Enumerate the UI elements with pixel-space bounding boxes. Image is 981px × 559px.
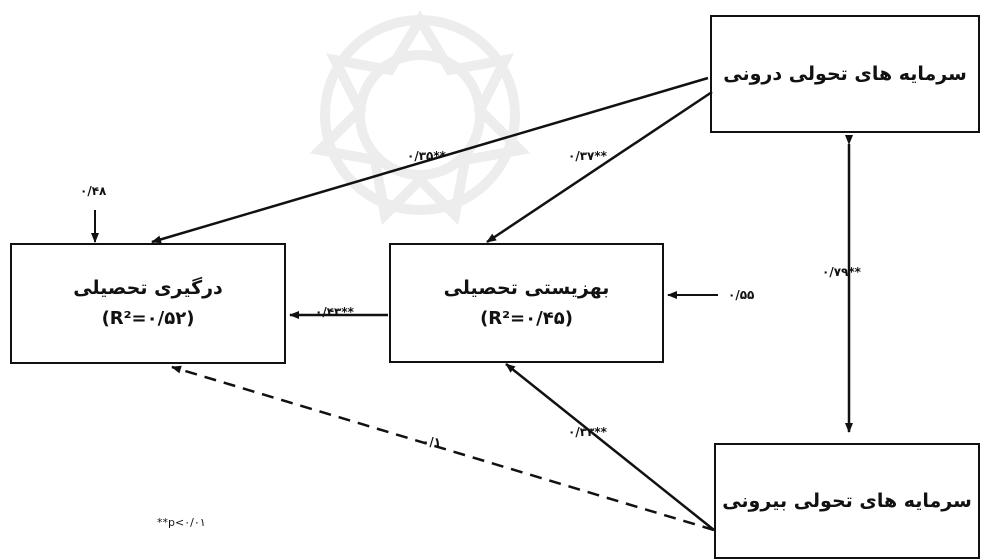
arrow-internal-to-wellbeing: [486, 90, 713, 244]
coef-internal-to-engagement: ٠/۳۵**: [407, 149, 446, 163]
significance-footnote: **p<٠/٠١: [157, 516, 206, 529]
coef-internal-external-covariance: ٠/۷۹**: [822, 265, 861, 279]
external-capital-title: سرمایه های تحولی بیرونی: [722, 489, 972, 512]
wellbeing-box: بهزیستی تحصیلی (R²=٠/۴۵): [389, 243, 664, 363]
engagement-box: درگیری تحصیلی (R²=٠/۵۲): [10, 243, 286, 364]
wellbeing-r-squared: (R²=٠/۴۵): [480, 307, 573, 329]
coef-wellbeing-to-engagement: ٠/۴۳**: [315, 305, 354, 319]
engagement-title: درگیری تحصیلی: [73, 277, 223, 300]
coef-external-to-wellbeing: ٠/۳۳**: [568, 425, 607, 439]
wellbeing-title: بهزیستی تحصیلی: [443, 276, 610, 299]
error-engagement: ٠/۴۸: [80, 184, 107, 198]
internal-capital-title: سرمایه های تحولی درونی: [723, 62, 967, 85]
engagement-r-squared: (R²=٠/۵۲): [101, 308, 195, 330]
coef-external-to-engagement: ٠/١: [422, 435, 442, 449]
internal-capital-box: سرمایه های تحولی درونی: [710, 15, 980, 133]
external-capital-box: سرمایه های تحولی بیرونی: [714, 443, 980, 559]
arrow-external-to-wellbeing: [505, 363, 715, 531]
arrow-internal-to-engagement: [151, 76, 709, 244]
error-wellbeing: ٠/۵۵: [728, 288, 755, 302]
coef-internal-to-wellbeing: ٠/۳۷**: [568, 149, 607, 163]
arrow-external-to-engagement-dashed: [171, 365, 715, 532]
